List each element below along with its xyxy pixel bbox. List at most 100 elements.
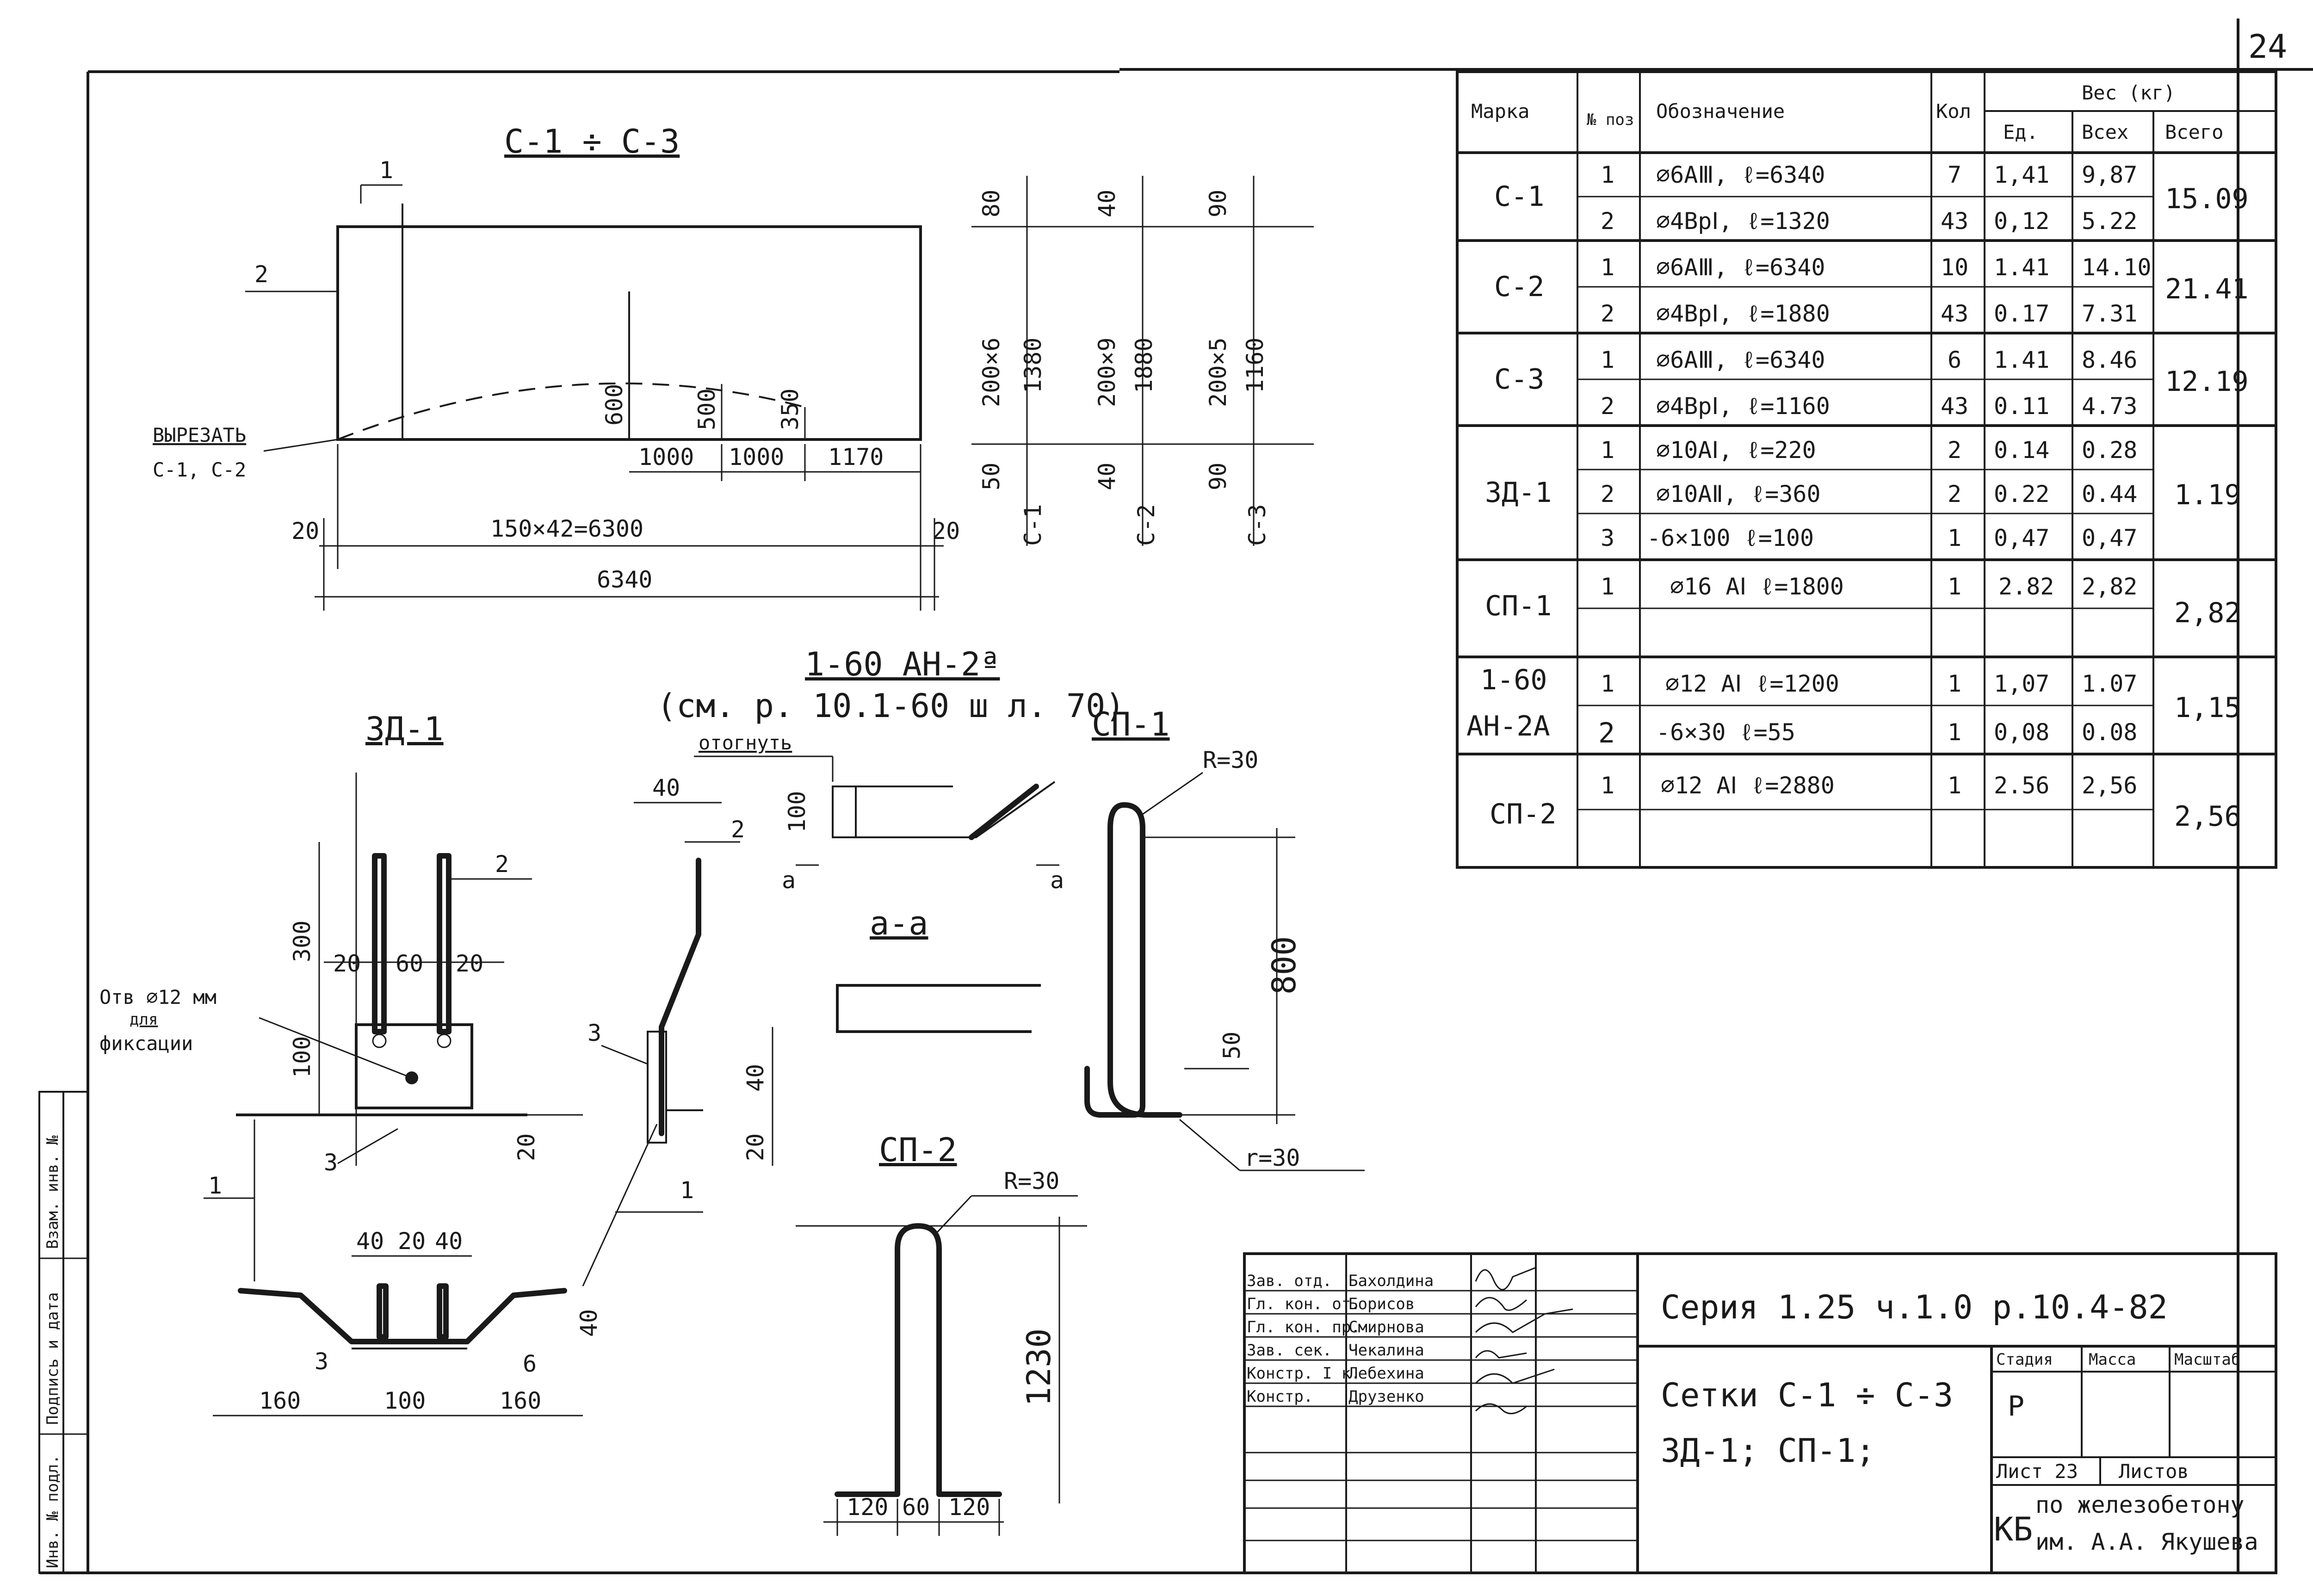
spec-an2a-r2-unit: 0,08 [1994,719,2049,746]
spec-sp1-r1-desig: ⌀16 АⅠ ℓ=1800 [1670,573,1844,600]
left-strip: Взам. инв. № Подпись и дата Инв. № подл. [38,1091,89,1574]
spec-sp2-r1-all: 2,56 [2082,772,2137,799]
dim-total-6340: 6340 [597,566,652,593]
sp1-dim-800: 800 [1265,936,1303,995]
an2a-dim-40: 40 [652,774,680,801]
spec-an2a-r1-pos: 1 [1601,670,1614,697]
spec-an2a-r1-qty: 1 [1948,670,1961,697]
spec-an2a-r2-qty: 1 [1948,719,1961,746]
zd1-dim-100b: 100 [384,1387,426,1414]
sp1-radius-top: R=30 [1203,747,1258,773]
spec-c3-r2-pos: 2 [1601,393,1614,420]
spec-sp1-mark: СП-1 [1485,590,1552,622]
an2a-drawing: 1-60 АН-2ª (см. р. 10.1-60 ш л. 70) отог… [588,645,1125,1213]
spec-c3-r1-all: 8.46 [2082,346,2137,373]
sp1-title: СП-1 [1092,705,1170,743]
spec-c3-mark: С-3 [1494,363,1544,396]
sp2-dim-60: 60 [902,1494,930,1521]
mesh-pos-1-label: 1 [379,157,393,184]
spec-header-total: Всего [2165,121,2223,143]
zd1-hole-note-2: для [130,1010,158,1029]
handwritten-signatures [1475,1267,1573,1415]
zd1-pos-3: 3 [324,1149,338,1176]
spec-c2-r1-unit: 1.41 [1994,254,2049,281]
an2a-reference: (см. р. 10.1-60 ш л. 70) [657,687,1125,725]
spec-zd1-r1-desig: ⌀10АⅠ, ℓ=220 [1656,437,1816,464]
page-number: 24 [2248,28,2287,66]
an2a-pos-3: 3 [588,1020,601,1046]
zd1-dim-100: 100 [289,1036,315,1078]
stage-value: Р [2008,1390,2024,1423]
spec-sp2-r1-unit: 2.56 [1994,772,2049,799]
spec-c1-r1-unit: 1,41 [1994,161,2049,188]
an2a-title: 1-60 АН-2ª [805,645,1000,683]
side-dim-c1-bottom: 50 [978,463,1005,490]
an2a-section-a-left: a [782,867,796,894]
spec-an2a-r2-pos: 2 [1598,717,1615,749]
spec-sp1-r1-all: 2,82 [2082,573,2137,600]
dim-1170: 1170 [828,444,884,470]
mesh-side-dims: 80 200×6 1380 50 С-1 40 200×9 1880 40 С-… [971,176,1314,546]
side-dim-c3-total: 1160 [1242,338,1268,393]
spec-c2-mark: С-2 [1494,271,1544,303]
signer-6-name: Друзенко [1348,1387,1424,1406]
spec-sp2-mark: СП-2 [1490,798,1557,830]
spec-c2-r1-all: 14.10 [2082,254,2152,281]
cut-note-line-2: С-1, С-2 [153,458,246,481]
spec-zd1-r3-pos: 3 [1601,525,1614,551]
spec-c2-r1-pos: 1 [1601,254,1614,281]
spec-header-designation: Обозначение [1656,100,1785,123]
spec-header-mark: Марка [1471,100,1529,123]
spec-c2-r2-desig: ⌀4ВрⅠ, ℓ=1880 [1656,300,1830,327]
zd1-dim-160b: 160 [500,1387,541,1414]
zd1-dim-20-right: 20 [513,1133,540,1161]
sheet-title-line-1: Сетки С-1 ÷ С-3 [1661,1376,1953,1414]
spec-zd1-r3-all: 0,47 [2082,525,2137,551]
spec-table: Марка № поз Обозначение Кол Вес (кг) Ед.… [1456,70,2277,869]
spec-sp1-r1-qty: 1 [1948,573,1961,600]
side-dim-c3-label: С-3 [1244,504,1271,546]
spec-zd1-r1-unit: 0.14 [1994,437,2049,464]
org-logo: КБ [1994,1510,2033,1548]
sp2-dim-120a: 120 [847,1494,888,1521]
spec-an2a-r1-all: 1.07 [2082,670,2137,697]
spec-c3-r2-unit: 0.11 [1994,393,2049,420]
sheets-count-label: Листов [2119,1460,2189,1483]
spec-header-pos: № поз [1587,111,1634,129]
spec-an2a-total: 1,15 [2174,692,2241,724]
side-dim-c3-top: 90 [1205,190,1231,217]
an2a-dim-20: 20 [742,1133,769,1161]
spec-c3-r2-all: 4.73 [2082,393,2137,420]
sp1-dim-50: 50 [1218,1032,1245,1059]
spec-sp2-r1-desig: ⌀12 АⅠ ℓ=2880 [1661,772,1835,799]
strip-replace-label: Взам. инв. № [43,1135,62,1249]
zd1-pos-1: 1 [208,1172,222,1199]
mesh-title: С-1 ÷ С-3 [504,123,680,161]
spec-c2-r1-qty: 10 [1941,254,1968,281]
spec-c3-r1-unit: 1.41 [1994,346,2049,373]
spec-c2-r2-pos: 2 [1601,300,1614,327]
spec-sp1-total: 2,82 [2174,597,2241,629]
side-dim-c2-top: 40 [1094,190,1120,217]
sp2-title: СП-2 [879,1131,957,1169]
spec-an2a-r1-unit: 1,07 [1994,670,2049,697]
zd1-drawing: ЗД-1 300 100 20 60 20 2 Отв ⌀12 мм для ф… [99,710,658,1417]
an2a-section-a-right: a [1050,867,1064,894]
dim-20-right: 20 [932,518,960,544]
signer-6-role: Констр. [1247,1387,1313,1406]
spec-c3-r2-desig: ⌀4ВрⅠ, ℓ=1160 [1656,393,1830,420]
side-dim-c1-main: 200×6 [978,337,1005,407]
signer-2-name: Борисов [1348,1295,1415,1313]
dim-1000-a: 1000 [638,444,694,470]
zd1-hole-note-3: фиксации [99,1032,193,1055]
spec-an2a-mark-line-2: АН-2А [1466,710,1550,742]
zd1-dim-20c: 20 [398,1228,426,1255]
strip-sign-label: Подпись и дата [43,1292,62,1425]
spec-header-all: Всех [2082,121,2128,143]
zd1-dim-300: 300 [289,921,315,962]
signer-1-role: Зав. отд. [1247,1272,1332,1290]
signer-5-role: Констр. I к. [1247,1364,1361,1383]
spec-c3-r2-qty: 43 [1941,393,1968,420]
sp2-radius: R=30 [1004,1168,1059,1194]
spec-zd1-r3-unit: 0,47 [1994,525,2049,551]
